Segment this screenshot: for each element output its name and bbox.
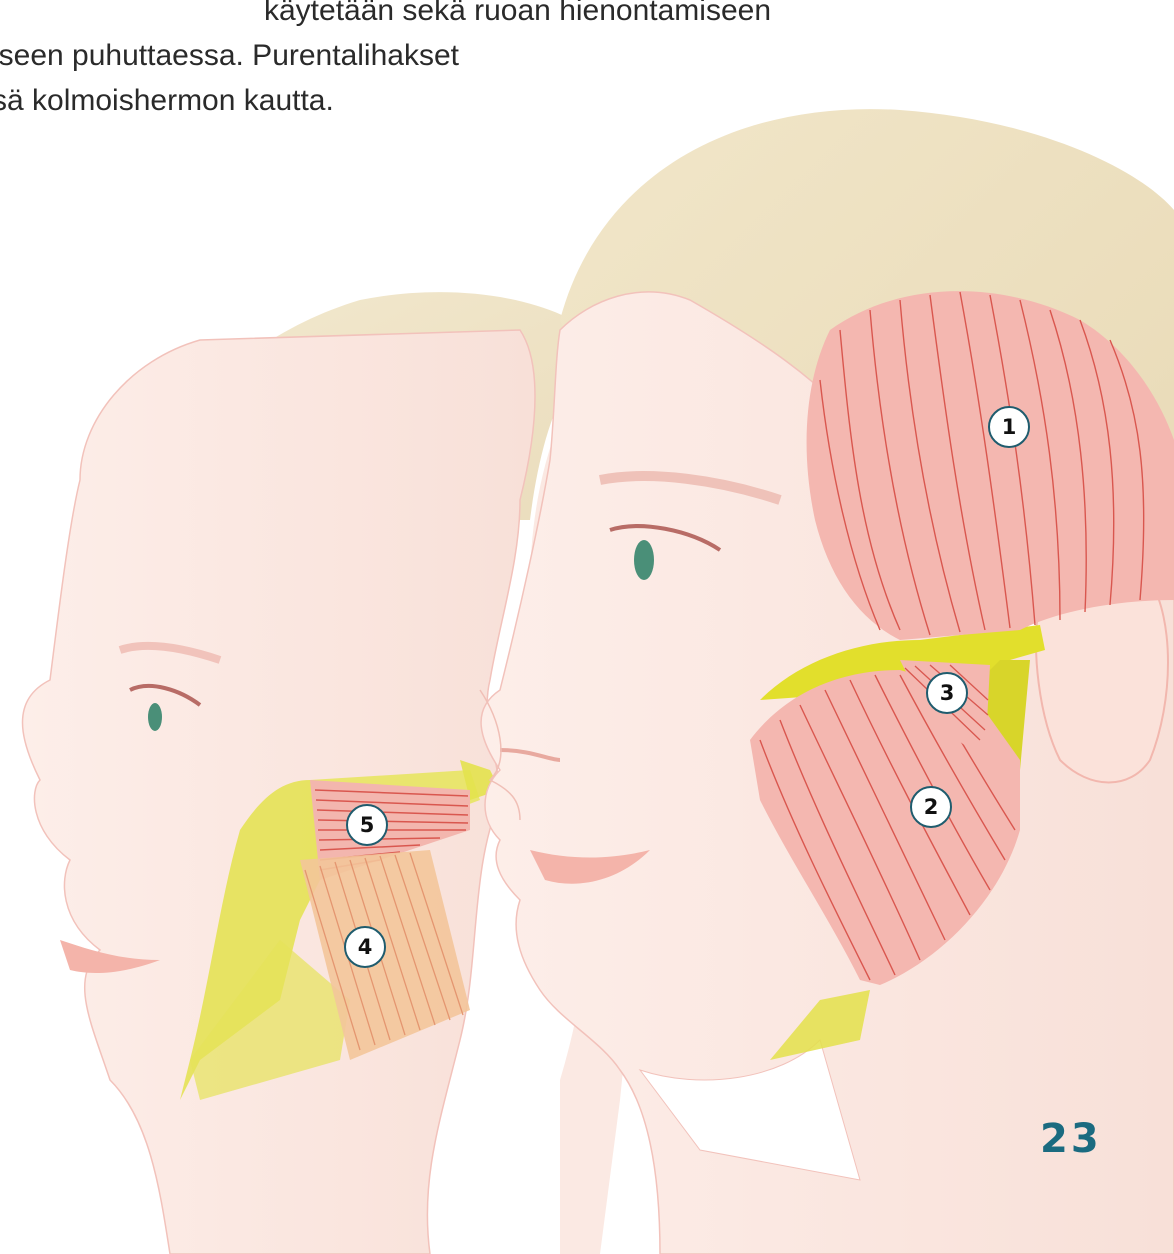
body-text: käytetään sekä ruoan hienontamiseen isee… — [0, 0, 712, 123]
body-text-line-3: sä kolmoishermon kautta. — [0, 78, 712, 123]
marker-2: 2 — [910, 786, 952, 828]
body-text-line-1: käytetään sekä ruoan hienontamiseen — [0, 0, 712, 33]
marker-3: 3 — [926, 672, 968, 714]
marker-1: 1 — [988, 406, 1030, 448]
marker-4: 4 — [344, 926, 386, 968]
marker-5: 5 — [346, 804, 388, 846]
body-text-line-2: iseen puhuttaessa. Purentalihakset — [0, 33, 712, 78]
page-number: 23 — [1040, 1116, 1102, 1162]
